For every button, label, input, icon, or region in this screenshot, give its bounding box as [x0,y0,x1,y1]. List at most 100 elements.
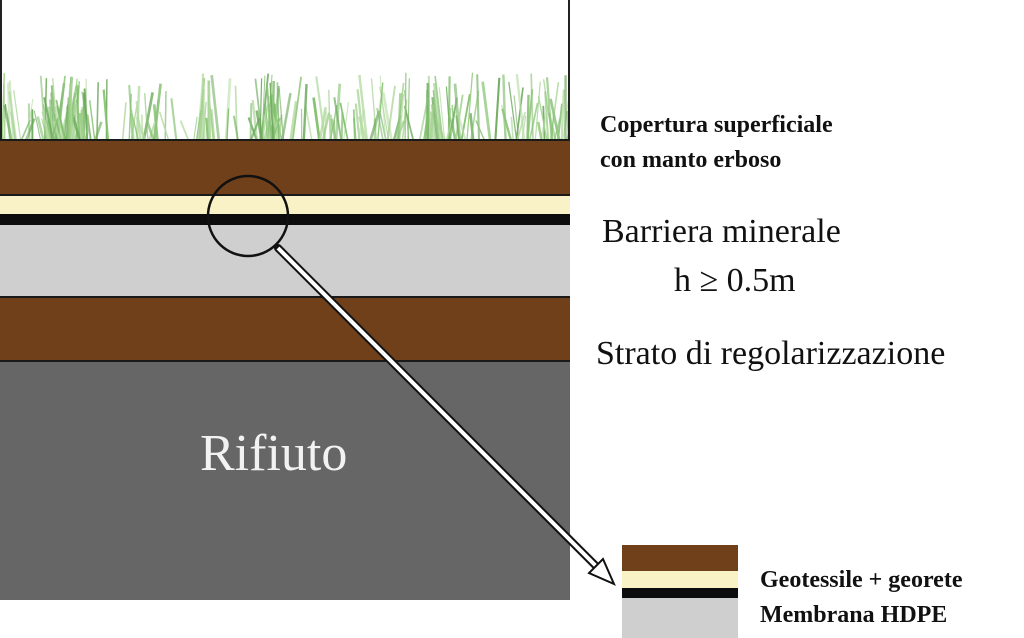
grass-blade [530,73,534,140]
grass-blade [333,97,343,140]
grass-blade [542,79,554,140]
grass-blade [81,91,92,140]
grass-blade [140,114,144,140]
grass-blades [0,72,570,140]
grass-blade [370,78,378,140]
grass-blade [121,102,127,140]
grass-blade [267,74,273,140]
grass-blade [50,118,59,140]
grass-blade [516,111,527,140]
grass-blade [312,97,321,140]
grass-blade [340,112,344,140]
grass-blade [302,84,308,140]
grass-blade [226,108,230,140]
grass-blade [39,75,47,140]
grass-blade [158,111,170,140]
grass-blade [13,90,22,140]
grass-blade [455,115,460,140]
detail-topsoil [622,545,738,571]
grass-blade [434,118,446,140]
grass-blade [404,72,407,140]
grass-blade [469,112,475,140]
grass-blade [52,120,61,140]
grass-blade [423,113,430,140]
grass-blade [154,99,159,140]
grass-blade [418,97,429,140]
grass-blade [447,107,452,140]
waste-label: Rifiuto [200,425,348,482]
grass-blade [508,81,518,140]
grass-blade [528,102,539,140]
grass-blade [476,74,481,140]
layer-separator [0,194,570,196]
grass-blade [357,116,368,140]
grass-blade [266,85,273,140]
layer-separator [0,360,570,362]
magnifier-circle [206,174,290,258]
grass-blade [358,74,369,140]
hdpe-legend-label: Membrana HDPE [760,602,948,628]
grass-blade [470,90,480,140]
grass-blade [130,109,135,140]
grass-blade [534,81,541,140]
grass-blade [53,113,63,140]
grass-cover [0,0,570,140]
grass-blade [1,73,6,140]
detail-swatch [622,545,738,638]
grass-blade [94,121,103,140]
mineral-barrier-layer [0,225,570,297]
barrier-thickness-label: h ≥ 0.5m [674,262,796,299]
grass-blade [36,116,45,140]
grass-blade [334,83,342,140]
grass-blade [179,120,190,140]
grass-blade [54,106,65,140]
grass-blade [255,110,263,140]
grass-blade [96,82,100,140]
grass-blade [41,118,48,140]
grass-blade [264,99,269,140]
grass-blade [339,102,349,140]
grass-blade [291,76,302,140]
grass-blade [352,109,356,140]
grass-blade [560,89,565,140]
grass-blade [146,121,155,140]
barrier-label: Barriera minerale [602,213,841,250]
grass-blade [448,97,458,140]
grass-blade [289,101,298,140]
grass-blade [466,72,474,140]
layer-separator [0,139,570,141]
grass-blade [261,75,266,140]
geotextile-layer [0,195,570,214]
grass-blade [475,120,485,140]
grass-blade [64,97,70,140]
grass-blade [278,88,285,140]
grass-blade [42,104,52,140]
grass-blade [170,98,178,140]
topsoil-layer [0,140,570,195]
grass-blade [427,75,431,140]
grass-blade [397,93,402,140]
grass-blade [201,74,206,140]
grass-blade [481,81,492,140]
grass-blade [386,85,396,140]
grass-blade [510,116,514,140]
grass-blade [381,92,393,140]
grass-blade [549,98,561,140]
grass-blade [88,100,96,140]
callout-arrow-shaft [276,246,607,577]
grass-blade [78,112,87,140]
grass-blade [41,111,51,140]
detail-geotextile [622,571,738,588]
grass-blade [515,73,526,140]
callout-arrow-head [587,557,616,586]
cover-label: Copertura superficiale con manto erboso [600,108,833,178]
geotextile-legend-label: Geotessile + georete [760,567,963,593]
detail-mineral [622,598,738,638]
grass-blade [3,104,13,140]
hdpe-membrane-layer [0,214,570,225]
grass-blade [407,78,410,140]
grass-blade [379,75,387,140]
grass-blade [208,85,212,140]
grass-blade [50,92,55,140]
